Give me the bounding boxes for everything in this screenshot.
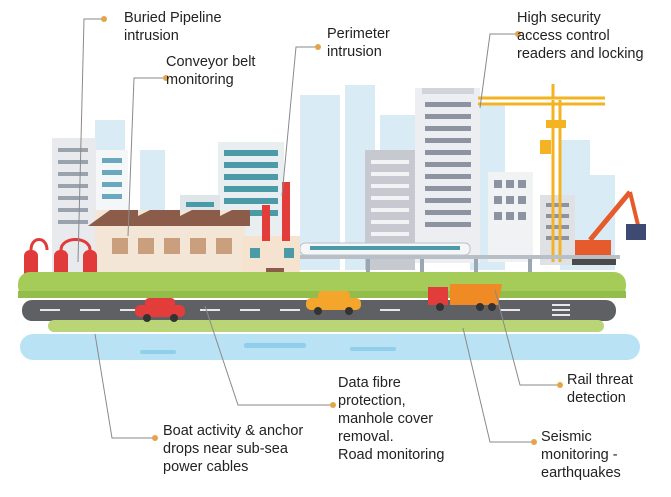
label-boat-activity: Boat activity & anchor drops near sub-se… <box>163 423 304 475</box>
leader-dots <box>101 16 563 445</box>
label-rail-threat: Rail threat detection <box>567 372 634 406</box>
orange-car <box>306 291 361 315</box>
leader-lines <box>77 18 560 443</box>
label-conveyor-belt: Conveyor belt monitoring <box>166 54 256 88</box>
label-perimeter: Perimeter intrusion <box>327 26 390 60</box>
lower-grass <box>48 320 604 332</box>
label-high-security: High security access control readers and… <box>517 10 644 62</box>
label-seismic: Seismic monitoring - earthquakes <box>541 429 621 481</box>
water <box>20 334 640 360</box>
label-data-fibre: Data fibre protection, manhole cover rem… <box>338 375 445 463</box>
monorail-train <box>299 242 620 273</box>
label-buried-pipeline: Buried Pipeline intrusion <box>124 10 222 44</box>
road-markings <box>40 304 570 316</box>
dump-truck <box>428 284 502 311</box>
red-car <box>135 298 185 322</box>
factory-chimneys <box>262 182 290 241</box>
crane-counterweight <box>540 120 566 154</box>
excavator <box>572 190 646 265</box>
right-tall-tower <box>415 88 575 265</box>
